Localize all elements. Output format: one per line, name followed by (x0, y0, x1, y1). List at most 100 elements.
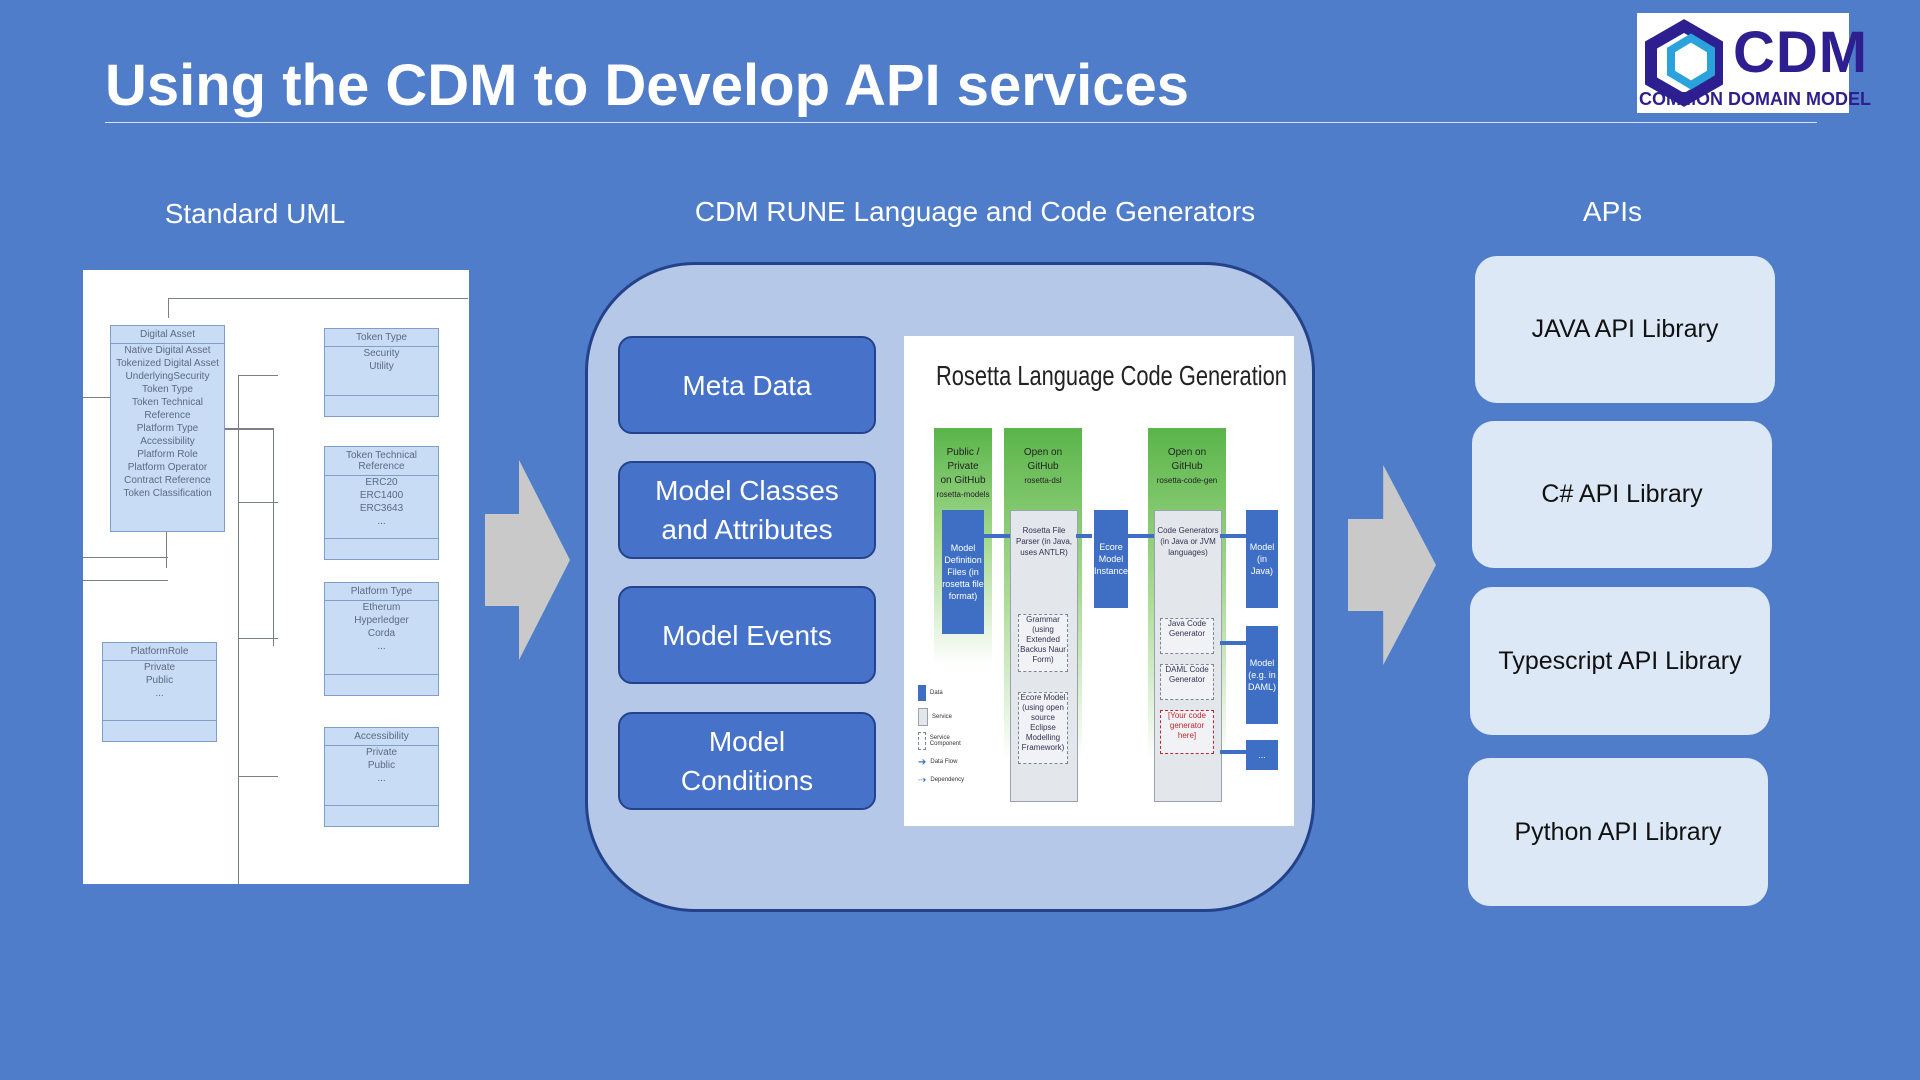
daml-code-generator: DAML Code Generator (1160, 664, 1214, 700)
uml-connector (223, 428, 273, 430)
uml-attribute: ... (155, 688, 164, 699)
uml-class-name: Accessibility (325, 728, 438, 746)
java-code-generator: Java Code Generator (1160, 618, 1214, 654)
legend-component-swatch (918, 732, 926, 750)
uml-attribute: Token Classification (123, 488, 212, 499)
logo-wordmark: CDM (1733, 20, 1869, 85)
uml-connector (238, 375, 239, 884)
uml-attribute: Security (363, 348, 400, 359)
cdm-hexagon-icon (1645, 19, 1723, 107)
model-definition-files: Model Definition Files (in rosetta file … (942, 510, 984, 634)
flow-arrow-right-icon (1348, 465, 1436, 665)
grammar-box: Grammar (using Extended Backus Naur Form… (1018, 614, 1068, 672)
model-classes-label-line2: and Attributes (661, 514, 833, 545)
model-events-box: Model Events (618, 586, 876, 684)
column-label: on GitHub (940, 475, 986, 486)
uml-class-token-technical-reference: Token Technical Reference ERC20 ERC1400 … (324, 446, 439, 560)
data-flow-arrow (984, 534, 1010, 538)
uml-class-accessibility: Accessibility Private Public ... (324, 727, 439, 827)
uml-attribute: Accessibility (140, 436, 195, 447)
rosetta-code-generation-diagram: Rosetta Language Code Generation Public … (904, 336, 1294, 826)
uml-attribute: ERC1400 (359, 490, 404, 501)
standard-uml-heading: Standard UML (164, 198, 346, 229)
uml-connector (238, 375, 278, 376)
uml-attribute: Private (143, 662, 176, 673)
uml-attribute: Etherum (362, 602, 401, 613)
your-code-generator: [Your code generator here] (1160, 710, 1214, 754)
uml-class-name: Token Technical Reference (325, 447, 438, 476)
model-classes-box: Model Classes and Attributes (618, 461, 876, 559)
legend-data-flow-icon: ➔ (918, 756, 927, 768)
uml-connector (168, 298, 169, 318)
uml-connector (238, 502, 278, 503)
flow-arrow-right-icon (485, 460, 570, 660)
data-flow-arrow (1128, 534, 1154, 538)
model-in-java: Model (in Java) (1246, 510, 1278, 608)
uml-attribute: Platform Operator (127, 462, 208, 473)
legend-item: Service (932, 714, 953, 720)
column-label: Public / Private (946, 447, 980, 472)
model-in-daml: Model (e.g. in DAML) (1246, 626, 1278, 724)
column-label: rosetta-dsl (1024, 476, 1062, 485)
uml-class-platform-type: Platform Type Etherum Hyperledger Corda … (324, 582, 439, 696)
uml-attribute: Hyperledger (354, 615, 409, 626)
data-flow-arrow (1220, 641, 1246, 645)
data-flow-arrow (1220, 750, 1246, 754)
uml-attribute: Token Type (142, 384, 193, 395)
legend-item: Dependency (930, 777, 965, 783)
data-flow-arrow (1076, 534, 1092, 538)
data-flow-arrow (1220, 534, 1246, 538)
cdm-logo: CDM COMMON DOMAIN MODEL (1637, 13, 1871, 113)
uml-attribute: Platform Role (137, 449, 198, 460)
uml-attribute: Tokenized Digital Asset (116, 358, 219, 369)
java-api-library: JAVA API Library (1475, 256, 1775, 403)
uml-attribute: ERC20 (365, 477, 398, 488)
uml-class-name: Digital Asset (111, 326, 224, 344)
logo-subtitle: COMMON DOMAIN MODEL (1639, 89, 1871, 109)
ecore-model-instance: Ecore Model Instance (1094, 510, 1128, 608)
uml-attribute: Public (145, 675, 174, 686)
column-label: Open on (1023, 447, 1063, 458)
uml-attribute: ... (377, 773, 386, 784)
model-classes-label-line1: Model Classes (655, 475, 839, 506)
code-generators-label: Code Generators (in Java or JVM language… (1157, 526, 1219, 557)
uml-connector (273, 428, 274, 646)
uml-attribute: Public (367, 760, 396, 771)
uml-connector (238, 638, 278, 639)
uml-class-digital-asset: Digital Asset Native Digital Asset Token… (110, 325, 225, 532)
legend-item: Data Flow (930, 759, 958, 765)
uml-attribute: Native Digital Asset (124, 345, 211, 356)
column-label: rosetta-models (936, 490, 990, 499)
legend-data-swatch (918, 685, 926, 701)
ecore-model-box: Ecore Model (using open source Eclipse M… (1018, 692, 1068, 764)
legend-item: Service Component (929, 735, 961, 747)
uml-attribute: ... (377, 516, 386, 527)
legend: Data Service Service Component ➔Data Flo… (918, 681, 968, 789)
uml-connector (83, 397, 110, 398)
uml-class-name: PlatformRole (103, 643, 216, 661)
uml-class-name: Token Type (325, 329, 438, 347)
meta-data-label: Meta Data (682, 369, 812, 401)
model-more: ... (1246, 740, 1278, 770)
uml-connector (83, 557, 168, 558)
slide-title: Using the CDM to Develop API services (105, 53, 1190, 118)
file-parser-label: Rosetta File Parser (in Java, uses ANTLR… (1015, 526, 1073, 557)
csharp-api-label: C# API Library (1541, 480, 1703, 508)
column-label: GitHub (1027, 461, 1059, 472)
uml-attribute: Corda (367, 628, 396, 639)
model-conditions-label-line2: Conditions (680, 765, 814, 796)
legend-service-swatch (918, 708, 928, 726)
uml-attribute: ... (377, 641, 386, 652)
meta-data-box: Meta Data (618, 336, 876, 434)
uml-class-token-type: Token Type Security Utility (324, 328, 439, 417)
rosetta-title: Rosetta Language Code Generation (936, 360, 1287, 391)
python-api-label: Python API Library (1514, 817, 1722, 846)
uml-connector (83, 580, 168, 581)
uml-diagram: Digital Asset Native Digital Asset Token… (83, 270, 469, 884)
uml-connector (238, 776, 278, 777)
model-conditions-label-line1: Model (708, 726, 786, 757)
uml-class-name: Platform Type (325, 583, 438, 601)
java-api-label: JAVA API Library (1531, 315, 1719, 343)
rune-heading: CDM RUNE Language and Code Generators (694, 196, 1256, 227)
